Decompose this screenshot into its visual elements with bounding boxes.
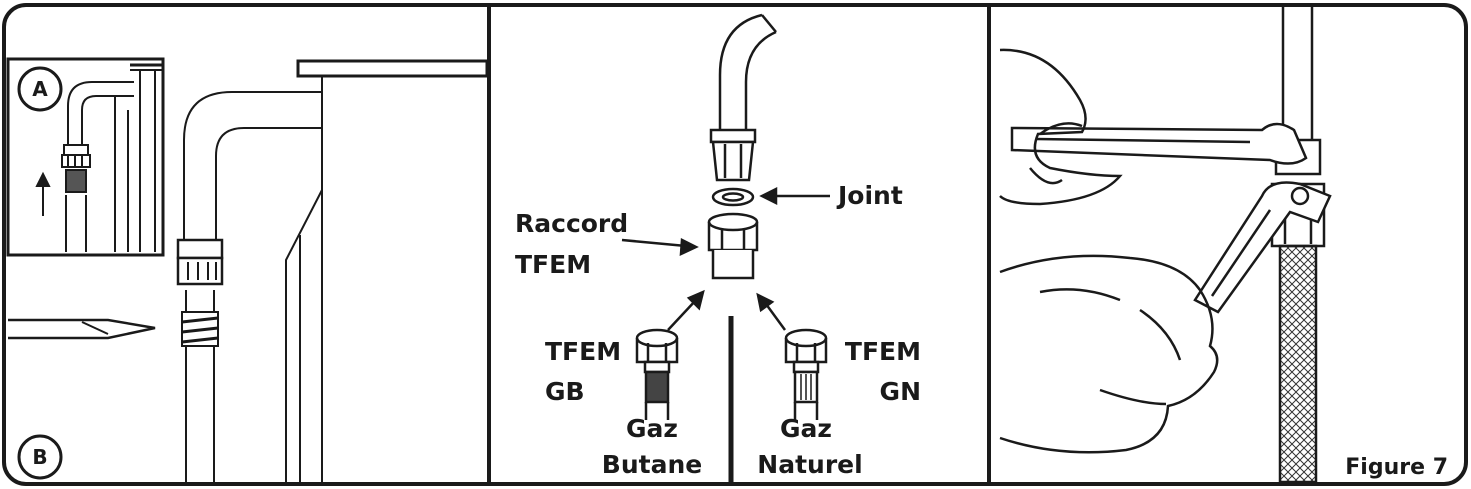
outer-border (2, 3, 1468, 486)
left-gas-line2: Butane (602, 450, 702, 479)
panel-right (999, 7, 1332, 484)
raccord-label-line1: Raccord (515, 209, 628, 238)
marker-b-circle (17, 434, 63, 480)
joint-washer (711, 187, 755, 207)
raccord-label-line2: TFEM (515, 250, 591, 279)
left-fitting-line1: TFEM (545, 337, 621, 366)
right-fitting-line1: TFEM (845, 337, 921, 366)
marker-b: B (32, 445, 47, 469)
figure-label: Figure 7 (1345, 455, 1448, 480)
right-gas-line1: Gaz (780, 414, 832, 443)
left-gas-line1: Gaz (626, 414, 678, 443)
marker-a: A (32, 77, 48, 101)
right-fitting-line2: GN (880, 377, 921, 406)
left-fitting-line2: GB (545, 377, 585, 406)
joint-label: Joint (836, 181, 903, 210)
right-gas-line2: Naturel (757, 450, 862, 479)
marker-a-circle (17, 66, 63, 112)
panel-middle (621, 13, 830, 482)
